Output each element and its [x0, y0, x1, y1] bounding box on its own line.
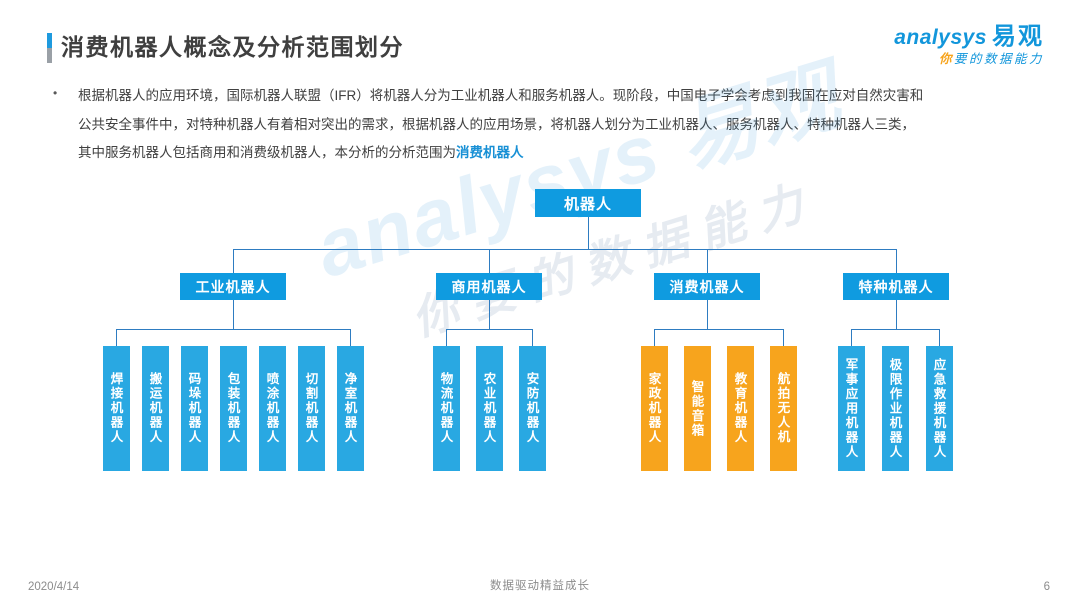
connector-child-rail [446, 329, 532, 330]
title-accent-bar-top [47, 33, 52, 48]
logo-tagline: 你要的数据能力 [894, 53, 1044, 67]
intro-paragraph: • 根据机器人的应用环境，国际机器人联盟（IFR）将机器人分为工业机器人和服务机… [53, 82, 1028, 168]
connector-leaf-drop [446, 329, 447, 346]
intro-line-3-prefix: 其中服务机器人包括商用和消费级机器人，本分析的分析范围为 [78, 145, 456, 160]
leaf-node: 应急救援机器人 [925, 346, 953, 471]
connector-branch-stub [896, 300, 897, 329]
footer-page-number: 6 [1043, 581, 1050, 593]
leaf-node: 家政机器人 [640, 346, 668, 471]
bullet-point: • [53, 86, 58, 100]
leaf-node: 智能音箱 [683, 346, 711, 471]
leaf-node: 包装机器人 [219, 346, 247, 471]
logo-tagline-first-char: 你 [938, 52, 954, 67]
logo-text-cn: 易观 [992, 23, 1044, 50]
leaf-node: 搬运机器人 [141, 346, 169, 471]
intro-highlight-scope: 消费机器人 [456, 145, 524, 160]
leaf-node: 喷涂机器人 [258, 346, 286, 471]
watermark-line-1: analysys 易观 [305, 50, 851, 295]
leaf-node: 净室机器人 [336, 346, 364, 471]
connector-leaf-drop [532, 329, 533, 346]
intro-line-1: 根据机器人的应用环境，国际机器人联盟（IFR）将机器人分为工业机器人和服务机器人… [78, 88, 924, 103]
connector-branch-drop [489, 249, 490, 273]
connector-branch-stub [707, 300, 708, 329]
connector-top-rail [233, 249, 896, 250]
branch-node: 消费机器人 [654, 273, 760, 300]
connector-branch-stub [489, 300, 490, 329]
connector-leaf-drop [939, 329, 940, 346]
intro-line-2: 公共安全事件中，对特种机器人有着相对突出的需求，根据机器人的应用场景，将机器人划… [78, 116, 915, 132]
connector-branch-drop [233, 249, 234, 273]
footer-slogan: 数据驱动精益成长 [490, 580, 590, 592]
connector-root-stub [588, 217, 589, 249]
connector-child-rail [116, 329, 350, 330]
intro-lines: 根据机器人的应用环境，国际机器人联盟（IFR）将机器人分为工业机器人和服务机器人… [78, 82, 1028, 168]
leaf-node: 农业机器人 [475, 346, 503, 471]
leaf-node: 军事应用机器人 [837, 346, 865, 471]
branch-node: 工业机器人 [180, 273, 286, 300]
leaf-node: 物流机器人 [432, 346, 460, 471]
connector-child-rail [851, 329, 939, 330]
connector-leaf-drop [116, 329, 117, 346]
leaf-node: 航拍无人机 [769, 346, 797, 471]
page-title: 消费机器人概念及分析范围划分 [61, 34, 404, 60]
title-accent-bar-bottom [47, 48, 52, 63]
intro-line-3: 其中服务机器人包括商用和消费级机器人，本分析的分析范围为消费机器人 [78, 139, 1028, 168]
leaf-node: 焊接机器人 [102, 346, 130, 471]
title-accent-bar [47, 33, 52, 63]
footer-date: 2020/4/14 [28, 581, 80, 593]
connector-branch-stub [233, 300, 234, 329]
connector-leaf-drop [350, 329, 351, 346]
connector-child-rail [654, 329, 783, 330]
branch-node: 特种机器人 [843, 273, 949, 300]
root-node: 机器人 [535, 189, 641, 217]
connector-leaf-drop [851, 329, 852, 346]
logo-text-en: analysys [894, 26, 987, 49]
connector-leaf-drop [654, 329, 655, 346]
connector-branch-drop [896, 249, 897, 273]
branch-node: 商用机器人 [436, 273, 542, 300]
leaf-node: 切割机器人 [297, 346, 325, 471]
leaf-node: 极限作业机器人 [881, 346, 909, 471]
leaf-node: 码垛机器人 [180, 346, 208, 471]
logo-tagline-rest: 要的数据能力 [953, 52, 1044, 67]
connector-leaf-drop [783, 329, 784, 346]
leaf-node: 安防机器人 [518, 346, 546, 471]
connector-branch-drop [707, 249, 708, 273]
leaf-node: 教育机器人 [726, 346, 754, 471]
